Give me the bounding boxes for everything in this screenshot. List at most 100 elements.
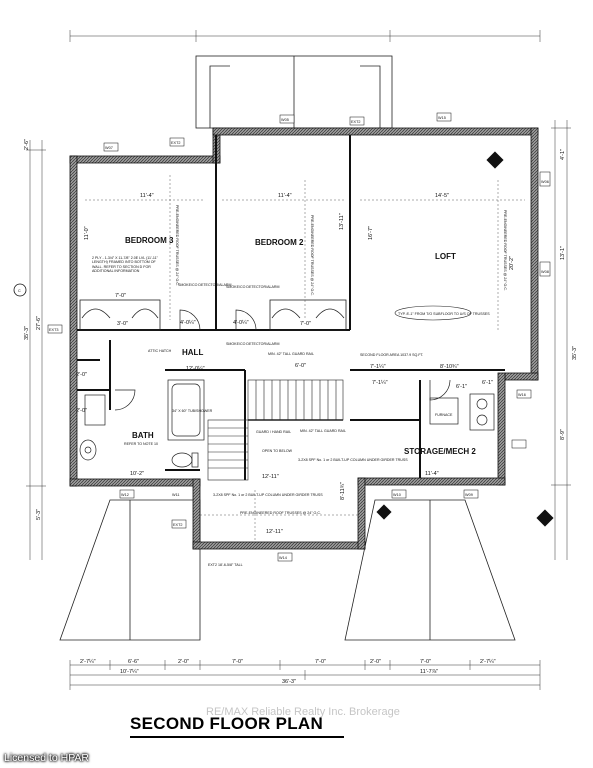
note-truss-bedroom2: PRE-ENGINEERED ROOF TRUSSES @ 24" O.C.	[310, 215, 314, 296]
note-guard-open: MIN. 42" TALL GUARD RAIL	[300, 429, 346, 433]
note-smoke-3: SMOKE/CO DETECTOR/ALARM	[226, 342, 279, 346]
dim-bedroom2-height: 13'-11"	[339, 213, 345, 230]
dim-wd1: 2'-0"	[76, 372, 87, 378]
top-dimension-lines	[69, 30, 541, 42]
note-attic-hatch: ATTIC HATCH	[148, 349, 172, 353]
section-markers	[13, 151, 554, 527]
dim-left-1: 2'-6"	[24, 139, 30, 150]
tag-w14: W14	[279, 556, 287, 560]
dim-storage-height-2: 8'-11¾"	[340, 482, 346, 500]
dim-closet-bedroom3: 7'-0"	[115, 293, 126, 299]
room-label-open-below: OPEN TO BELOW	[262, 449, 293, 453]
bath-fixtures	[79, 379, 205, 468]
dim-bath-width: 10'-2"	[130, 471, 144, 477]
license-text: Licensed to HPAR	[4, 752, 90, 764]
tag-w10: W10	[393, 493, 401, 497]
dim-closet-bedroom3b: 3'-0"	[117, 321, 128, 327]
dim-bottom-6: 2'-0"	[370, 659, 381, 665]
interior-walls	[77, 135, 505, 480]
tag-ext-2: EXT2	[351, 120, 361, 124]
tag-ext-1: EXT2	[171, 141, 181, 145]
note-truss-bedroom3: PRE-ENGINEERED ROOF TRUSSES @ 24" O.C.	[175, 205, 179, 286]
dim-bottom-5: 7'-0"	[315, 659, 326, 665]
dim-c2: 7'-1¼"	[372, 380, 388, 386]
dim-right-2: 13'-1"	[560, 246, 566, 260]
dim-bedroom2-width: 11'-4"	[278, 193, 292, 199]
dim-closet-bedroom2: 7'-0"	[300, 321, 311, 327]
room-label-hall: HALL	[182, 348, 203, 357]
note-smoke-2: SMOKE/CO DETECTOR/ALARM	[226, 285, 279, 289]
note-bath-ref: REFER TO NOTE 10	[124, 442, 158, 446]
door-swings	[114, 309, 451, 411]
note-subfloor: TYP. 8'-1" FROM T/O SUBFLOOR TO U/S OF T…	[398, 312, 490, 316]
note-guard-loft: MIN. 42" TALL GUARD RAIL	[268, 352, 314, 356]
dim-bottom-7: 7'-0"	[420, 659, 431, 665]
outer-dimension-lines	[26, 120, 571, 690]
dim-bottom-total: 36'-3"	[282, 679, 296, 685]
dim-storage-width: 11'-4"	[425, 471, 439, 477]
dim-storage-height: 6'-1"	[456, 384, 467, 390]
dim-bottom-2: 6'-6"	[128, 659, 139, 665]
dim-hall-width: 12'-0¼"	[186, 366, 205, 372]
tag-w05: W05	[281, 118, 289, 122]
dim-bottom-4: 7'-0"	[232, 659, 243, 665]
dim-loft-width: 14'-5"	[435, 193, 449, 199]
furnace-equipment	[429, 393, 495, 431]
room-label-furnace: FURNACE	[435, 413, 453, 417]
tag-w15: W15	[438, 116, 446, 120]
tag-ext-3: EXT3	[49, 328, 59, 332]
dim-open-width: 12'-11"	[262, 474, 279, 480]
roof-overhang-bottom	[59, 499, 516, 641]
exterior-walls	[69, 127, 539, 550]
stair	[207, 379, 344, 481]
dim-bottom-s1: 10'-7¼"	[120, 669, 139, 675]
note-tub-shower: 34" X 60" TUB/SHOWER	[172, 409, 213, 413]
dim-right-3: 35'-3"	[572, 346, 578, 360]
note-floor-area: SECOND FLOOR AREA 1037.9 SQ.FT.	[360, 353, 424, 357]
dim-right-4: 8'-9"	[560, 429, 566, 440]
tag-w12: W12	[121, 493, 129, 497]
dim-bottom-s2: 11'-7⅞"	[420, 669, 438, 675]
dim-wd2: 2'-0"	[76, 408, 87, 414]
title-underline	[130, 736, 344, 738]
note-truss-loft: PRE-ENGINEERED ROOF TRUSSES @ 24" O.C.	[503, 210, 507, 291]
room-label-loft: LOFT	[435, 252, 456, 261]
dim-left-3: 5'-3"	[36, 509, 42, 520]
dim-loft-height: 16'-7"	[368, 226, 374, 240]
room-label-bath: BATH	[132, 431, 154, 440]
note-truss-bottom: PRE-ENGINEERED ROOF TRUSSES @ 24" O.C.	[240, 511, 321, 515]
note-guard-stair: GUARD / HAND RAIL	[256, 430, 291, 434]
tag-ext-4: EXT2	[173, 523, 183, 527]
note-ext-tall: EXT2 18'-6-5/8" TALL	[208, 563, 243, 567]
room-label-storage: STORAGE/MECH 2	[404, 447, 476, 456]
note-smoke-1: SMOKE/CO DETECTOR/ALARM	[178, 283, 231, 287]
dim-left-2: 27'-6"	[36, 316, 42, 330]
dim-bottom-3: 2'-0"	[178, 659, 189, 665]
dim-loft-bottom: 8'-10¾"	[440, 364, 459, 370]
watermark: RE/MAX Reliable Realty Inc. Brokerage	[206, 706, 400, 718]
dimension-guides	[85, 175, 525, 540]
note-built-up-column-1: 3-2X8 SPF No. 1 or 2 BUILT-UP COLUMN UND…	[298, 458, 408, 462]
dim-stair-width: 6'-0"	[295, 363, 306, 369]
dim-c1: 7'-1¼"	[370, 364, 386, 370]
dim-door-bedroom2: 4'-0¼"	[233, 320, 249, 326]
dim-bottom-1: 2'-7¼"	[80, 659, 96, 665]
dim-bottom-8: 2'-7¼"	[480, 659, 496, 665]
dim-c3: 6'-1"	[482, 380, 493, 386]
room-label-bedroom-3: BEDROOM 3	[125, 236, 174, 245]
tag-markers	[47, 112, 551, 562]
tag-w07: W07	[105, 146, 113, 150]
dim-door-bedroom3: 4'-0¼"	[180, 320, 196, 326]
section-d-label: D	[543, 517, 546, 521]
tag-w11: W11	[172, 493, 180, 497]
dim-bedroom3-height: 11'-0"	[84, 226, 90, 240]
dim-left-4: 35'-3"	[24, 326, 30, 340]
room-label-bedroom-2: BEDROOM 2	[255, 238, 304, 247]
dim-right-1: 4'-1"	[560, 149, 566, 160]
tag-w06: W06	[541, 180, 549, 184]
dim-bedroom3-width: 11'-4"	[140, 193, 154, 199]
tag-w08: W08	[541, 270, 549, 274]
section-c-label: C	[18, 289, 21, 293]
note-lvl-beam: 2 PLY - 1-3/4" X 11-7/8" 2.0E LVL (11'-1…	[92, 256, 158, 273]
